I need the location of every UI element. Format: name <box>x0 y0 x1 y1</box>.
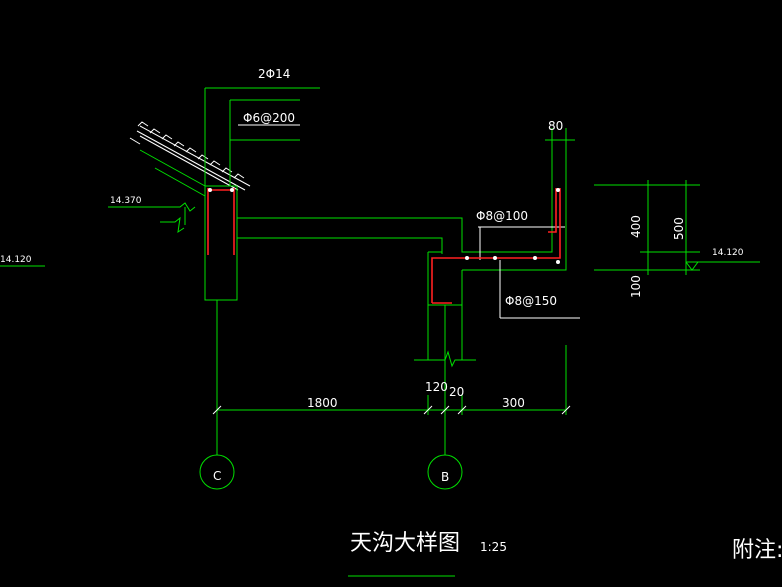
dim-120-label: 120 <box>425 380 448 394</box>
dim-20-label: 20 <box>449 385 464 399</box>
wall-thick-label: 80 <box>548 119 563 133</box>
dim-400-label: 400 <box>629 215 643 238</box>
elev-right-label: 14.120 <box>712 248 744 258</box>
axis-b-label: B <box>441 470 449 484</box>
concrete-outline <box>0 87 760 577</box>
drawing-title: 天沟大样图 <box>350 531 460 556</box>
dim-500-label: 500 <box>672 217 686 240</box>
axis-c-label: C <box>213 469 221 483</box>
dim-1800-label: 1800 <box>307 396 338 410</box>
drawing-scale: 1:25 <box>480 540 507 554</box>
rebar-dots <box>208 188 560 264</box>
rebar-red <box>207 188 561 304</box>
main-bar-label: 2Φ14 <box>258 67 290 81</box>
dim-100-label: 100 <box>629 275 643 298</box>
roof-tiles <box>129 121 251 191</box>
drawing-note: 附注: <box>732 538 782 563</box>
stirrup-gutter-label: Φ8@100 <box>476 209 528 223</box>
bar-slab-label: Φ8@150 <box>505 294 557 308</box>
dim-300-label: 300 <box>502 396 525 410</box>
elev-far-left-label: 14.120 <box>0 255 32 265</box>
stirrup-col-label: Φ6@200 <box>243 111 295 125</box>
elev-left-label: 14.370 <box>110 196 142 206</box>
